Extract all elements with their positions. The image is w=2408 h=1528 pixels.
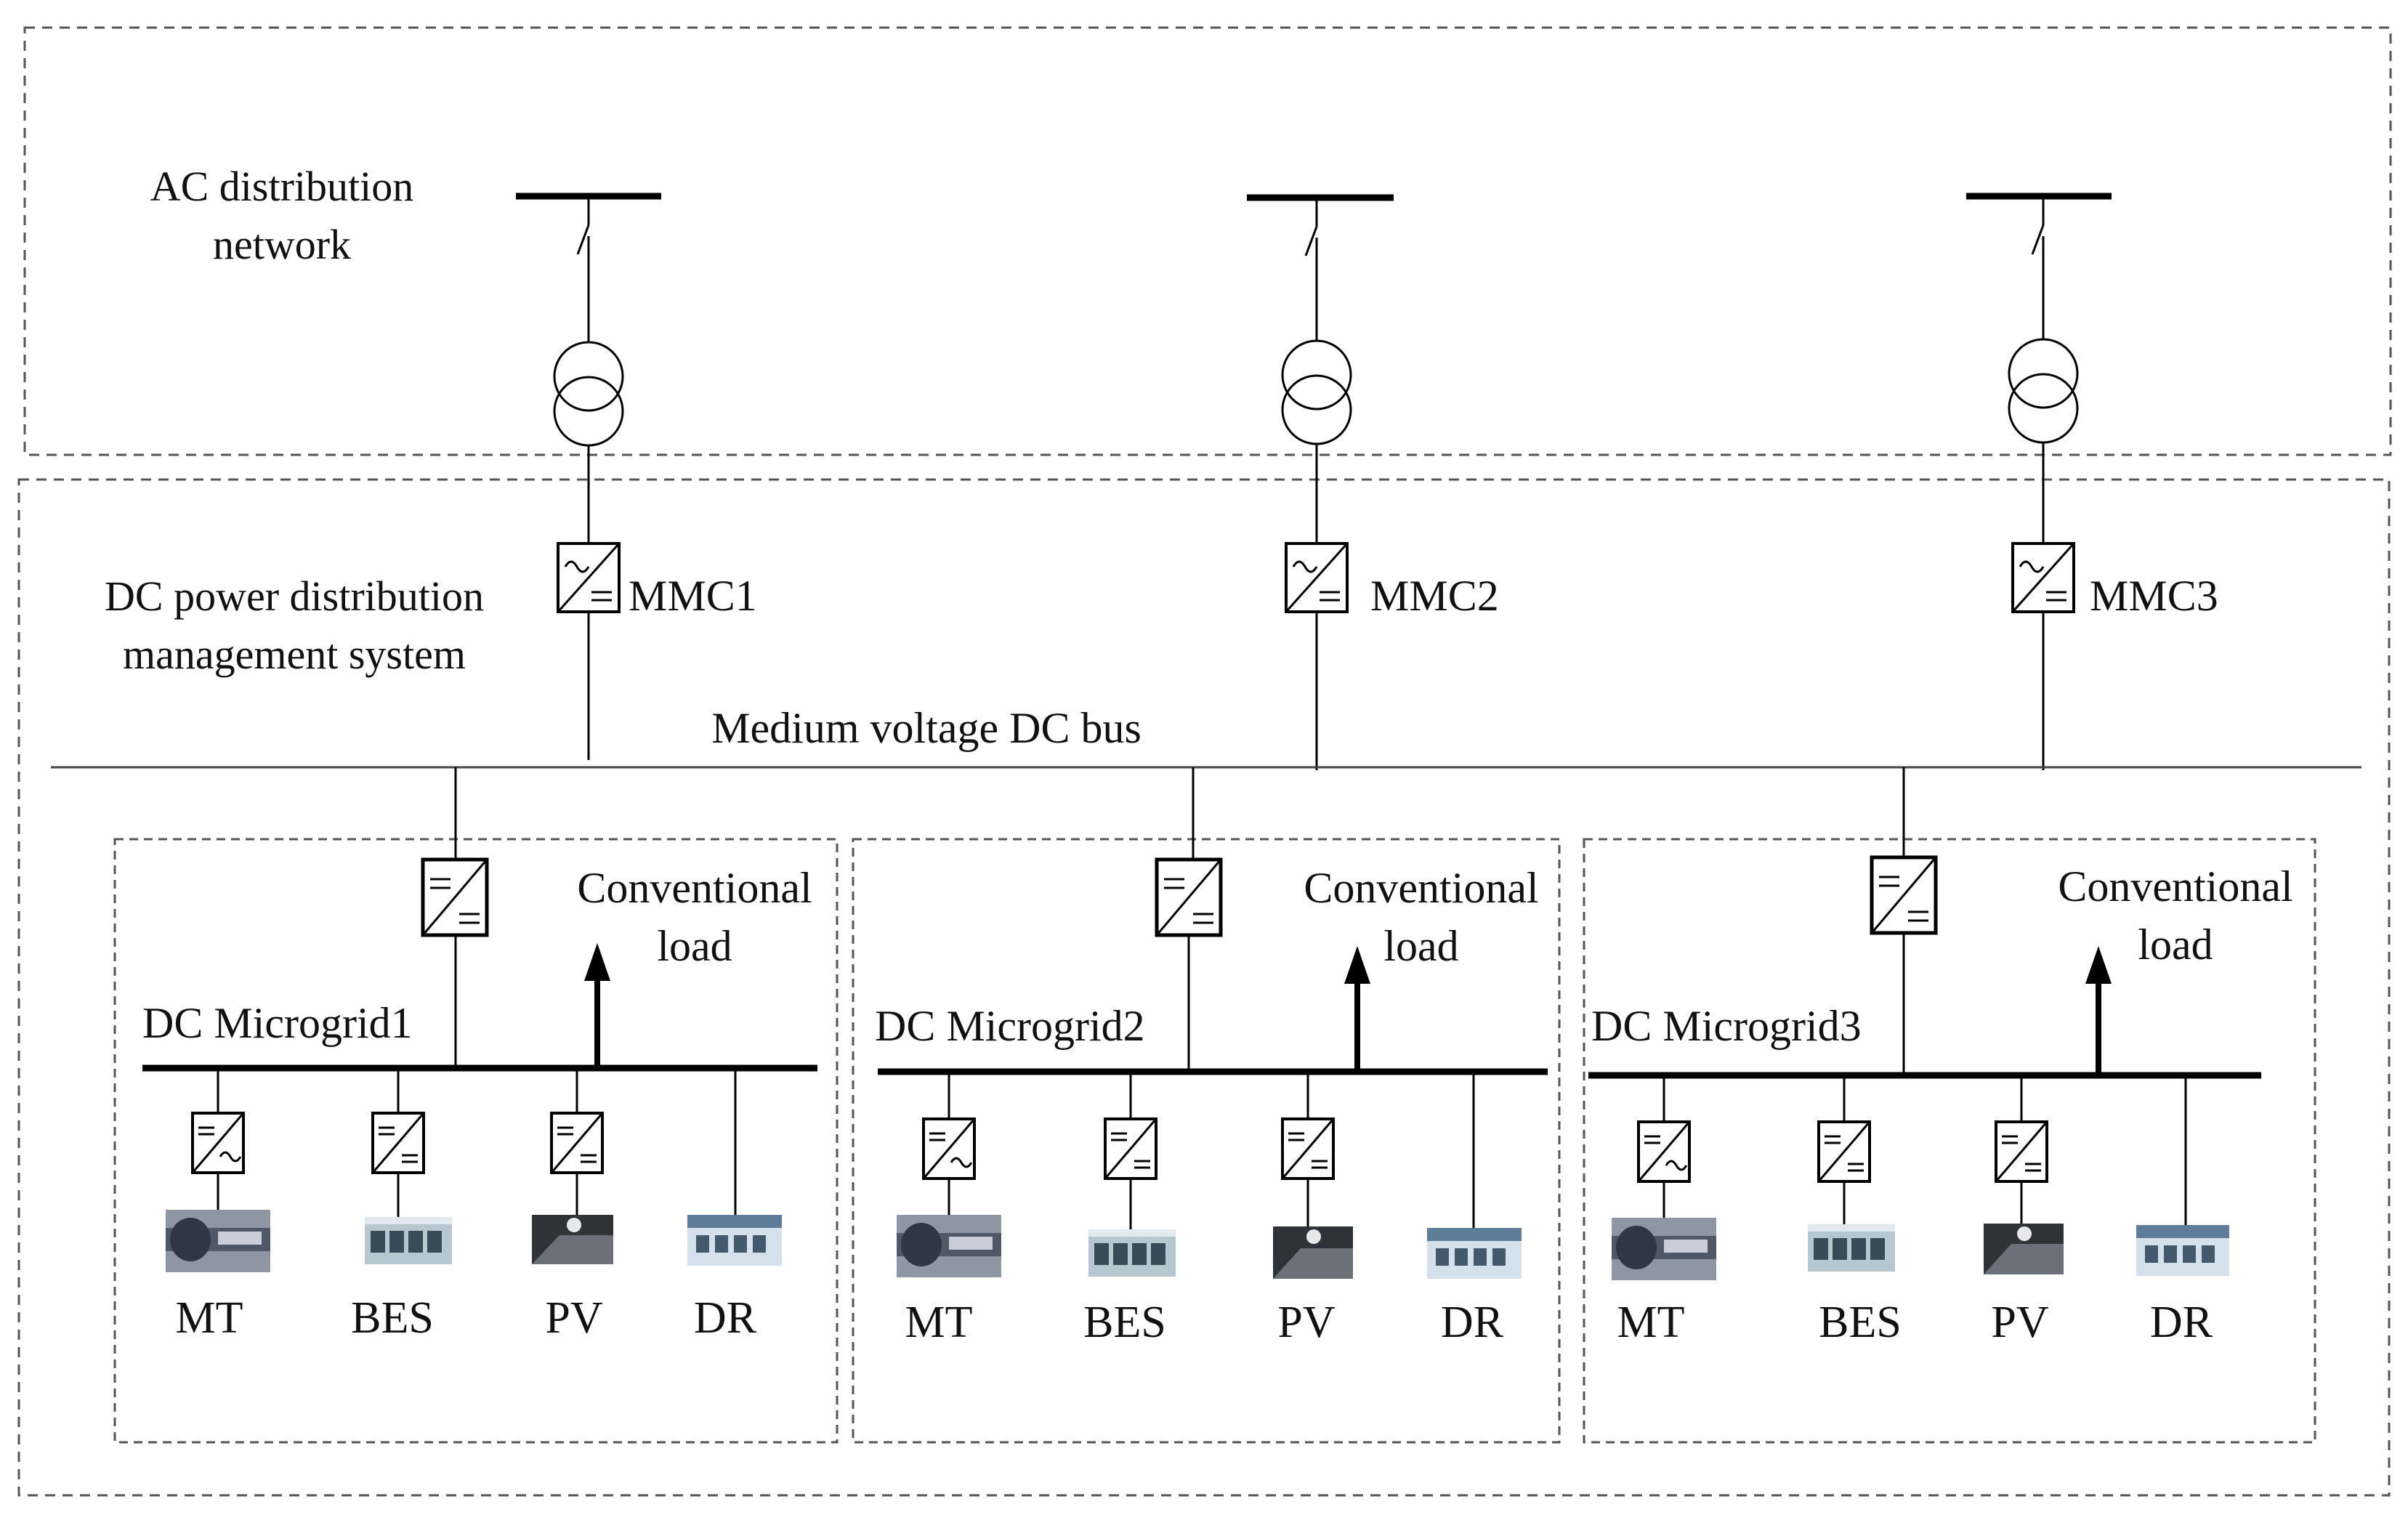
dc-dc-converter-icon	[550, 1112, 604, 1174]
dc-dc-converter-icon	[371, 1112, 425, 1174]
dc-section-frame	[17, 478, 2391, 1497]
unit-label-pv: PV	[1277, 1298, 1335, 1347]
dc-dc-converter-icon	[421, 857, 489, 937]
demand-response-building-icon	[1427, 1228, 1522, 1279]
unit-label-mt: MT	[905, 1298, 973, 1347]
breaker-switch-icon	[576, 225, 590, 255]
dc-ac-converter-icon	[1637, 1120, 1691, 1183]
feeder-2: MMC2	[1247, 194, 1499, 770]
ac-section-title-line2: network	[213, 221, 351, 268]
unit-label-dr: DR	[1441, 1298, 1504, 1347]
dc-dc-converter-icon	[1870, 855, 1938, 935]
mmc-label: MMC2	[1370, 572, 1499, 620]
dc-dc-converter-icon	[1281, 1117, 1335, 1180]
feeder-3: MMC3	[1966, 193, 2218, 770]
mmc-label: MMC3	[2090, 572, 2218, 620]
microgrid-2: DC Microgrid2 Conventional load MT	[852, 767, 1561, 1444]
solar-panel-icon	[532, 1215, 613, 1264]
unit-label-dr: DR	[694, 1293, 757, 1343]
unit-label-bes: BES	[1083, 1298, 1166, 1347]
microgrid-name: DC Microgrid1	[142, 999, 413, 1047]
load-label-line1: Conventional	[577, 864, 812, 912]
unit-label-dr: DR	[2150, 1298, 2213, 1347]
unit-label-bes: BES	[1819, 1298, 1902, 1347]
unit-label-pv: PV	[545, 1293, 602, 1343]
breaker-switch-icon	[1304, 226, 1318, 256]
unit-label-bes: BES	[351, 1293, 434, 1343]
microgrid-frame	[113, 838, 839, 1444]
battery-storage-icon	[365, 1217, 452, 1264]
ac-section-frame	[23, 26, 2392, 456]
solar-panel-icon	[1984, 1224, 2064, 1274]
transformer-icon	[1281, 339, 1352, 445]
ac-dc-converter-icon	[1285, 542, 1349, 613]
microgrid-name: DC Microgrid3	[1591, 1002, 1862, 1050]
feeder-1: MMC1	[516, 193, 757, 760]
transformer-icon	[2008, 338, 2079, 444]
load-arrow-icon	[1344, 946, 1370, 1072]
demand-response-building-icon	[687, 1215, 782, 1266]
dc-ac-converter-icon	[922, 1117, 976, 1180]
solar-panel-icon	[1273, 1226, 1353, 1279]
ac-dc-converter-icon	[2011, 542, 2075, 613]
dc-dc-converter-icon	[1104, 1117, 1157, 1180]
micro-turbine-icon	[1612, 1218, 1716, 1280]
load-arrow-icon	[584, 943, 610, 1068]
mv-dc-bus-label: Medium voltage DC bus	[711, 704, 1142, 752]
unit-label-mt: MT	[1617, 1298, 1685, 1347]
dc-section-title-line2: management system	[123, 631, 466, 678]
ac-section-title-line1: AC distribution	[150, 163, 414, 210]
load-label-line2: load	[2138, 921, 2213, 969]
load-label-line2: load	[657, 922, 732, 970]
dc-dc-converter-icon	[1155, 857, 1223, 937]
transformer-icon	[553, 341, 624, 447]
microgrid-3: DC Microgrid3 Conventional load MT	[1583, 767, 2316, 1444]
unit-label-pv: PV	[1991, 1298, 2048, 1347]
dc-dc-converter-icon	[1995, 1120, 2048, 1183]
micro-turbine-icon	[166, 1210, 270, 1272]
breaker-switch-icon	[2031, 225, 2045, 255]
micro-turbine-icon	[897, 1215, 1001, 1277]
dc-dc-converter-icon	[1817, 1120, 1871, 1183]
demand-response-building-icon	[2136, 1225, 2229, 1276]
load-label-line1: Conventional	[2058, 862, 2292, 910]
microgrid-frame	[1583, 838, 2316, 1444]
load-label-line2: load	[1383, 922, 1458, 970]
battery-storage-icon	[1808, 1224, 1895, 1272]
dc-section-title-line1: DC power distribution	[105, 573, 484, 620]
microgrid-1: DC Microgrid1 Conventional load MT	[113, 767, 839, 1444]
load-arrow-icon	[2085, 946, 2112, 1075]
microgrid-name: DC Microgrid2	[875, 1002, 1145, 1050]
battery-storage-icon	[1088, 1229, 1176, 1277]
microgrid-frame	[852, 838, 1561, 1444]
ac-dc-converter-icon	[557, 542, 621, 613]
unit-label-mt: MT	[176, 1293, 243, 1343]
mmc-label: MMC1	[629, 572, 757, 620]
dc-ac-converter-icon	[191, 1112, 245, 1174]
load-label-line1: Conventional	[1304, 864, 1538, 912]
